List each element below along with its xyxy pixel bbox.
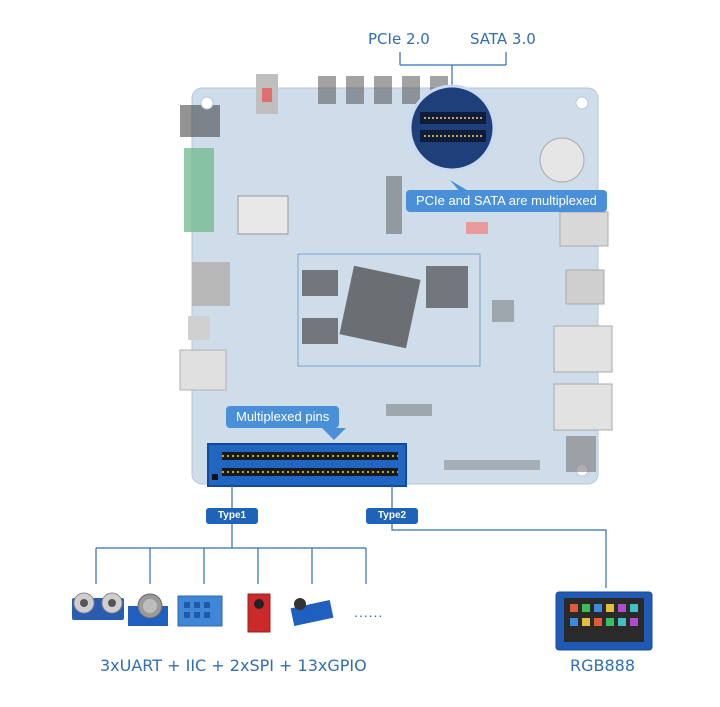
rgb888-label: RGB888 — [570, 656, 636, 675]
more-modules-ellipsis: ...... — [354, 604, 384, 620]
pcie-label: PCIe 2.0 — [368, 30, 430, 48]
ir-sensor-icon — [290, 598, 334, 626]
gpio-header — [207, 443, 407, 487]
type2-badge: Type2 — [366, 508, 418, 524]
rgb-display-icon — [555, 591, 653, 651]
multiplex-note-callout: PCIe and SATA are multiplexed — [406, 190, 607, 212]
dev-board — [179, 74, 613, 485]
sata-label: SATA 3.0 — [470, 30, 536, 48]
multiplexed-pins-callout: Multiplexed pins — [226, 406, 340, 428]
gas-sensor-icon — [128, 593, 168, 626]
type1-badge: Type1 — [206, 508, 258, 524]
pcie-sata-connector-zoom — [408, 84, 496, 172]
humidity-sensor-icon — [177, 595, 223, 627]
interfaces-label: 3xUART + IIC + 2xSPI + 13xGPIO — [100, 656, 367, 675]
relay-module-icon — [247, 593, 271, 633]
ultrasonic-sensor-icon — [72, 592, 124, 620]
